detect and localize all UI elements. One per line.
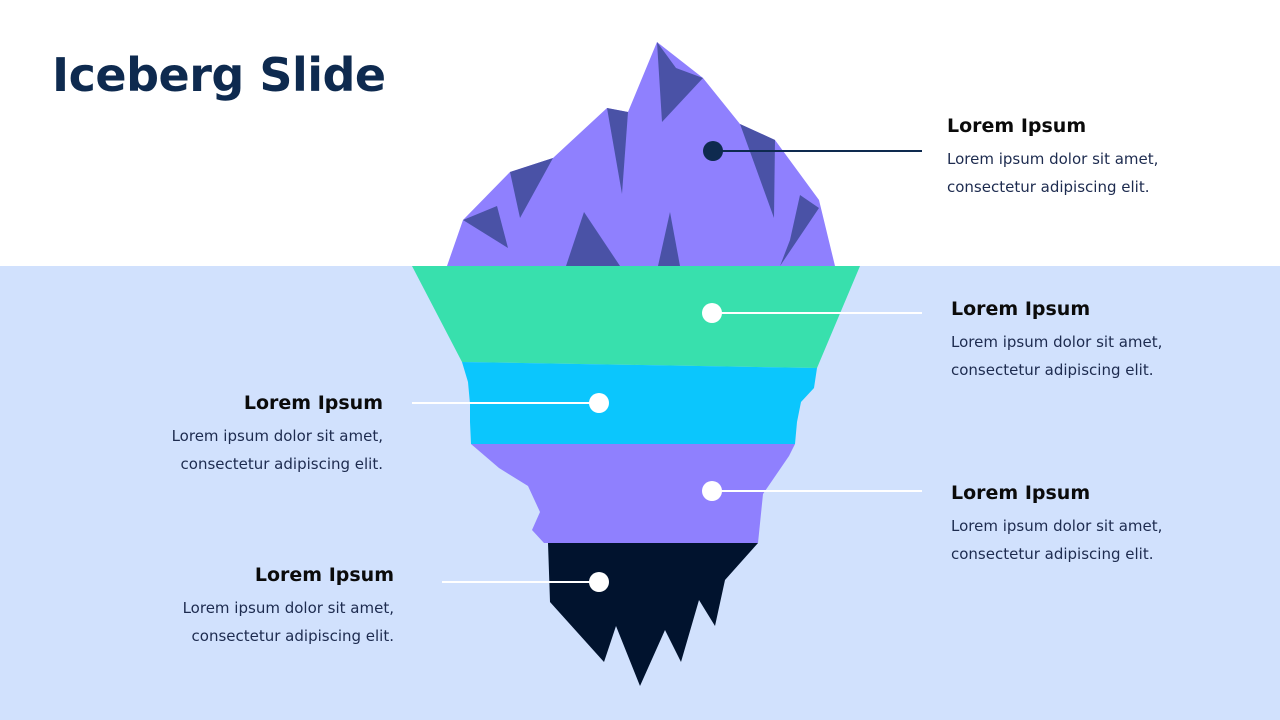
- label-block-4: Lorem Ipsum Lorem ipsum dolor sit amet, …: [951, 482, 1191, 568]
- connector-dot-5: [589, 572, 609, 592]
- label-line: consectetur adipiscing elit.: [951, 361, 1154, 379]
- slide-title: Iceberg Slide: [52, 48, 386, 102]
- label-body: Lorem ipsum dolor sit amet, consectetur …: [951, 512, 1191, 568]
- label-line: consectetur adipiscing elit.: [951, 545, 1154, 563]
- label-line: consectetur adipiscing elit.: [180, 455, 383, 473]
- label-block-5: Lorem Ipsum Lorem ipsum dolor sit amet, …: [154, 564, 394, 650]
- label-heading: Lorem Ipsum: [947, 115, 1087, 137]
- iceberg-band-navy: [544, 543, 758, 686]
- iceberg-band-cyan: [462, 362, 817, 444]
- label-line: Lorem ipsum dolor sit amet,: [171, 427, 383, 445]
- label-line: Lorem ipsum dolor sit amet,: [182, 599, 394, 617]
- label-block-3: Lorem Ipsum Lorem ipsum dolor sit amet, …: [143, 392, 383, 478]
- connector-dot-2: [702, 303, 722, 323]
- label-body: Lorem ipsum dolor sit amet, consectetur …: [951, 328, 1191, 384]
- label-body: Lorem ipsum dolor sit amet, consectetur …: [947, 145, 1187, 201]
- iceberg-tip: [447, 42, 835, 266]
- iceberg-band-green: [412, 266, 860, 368]
- label-line: consectetur adipiscing elit.: [191, 627, 394, 645]
- connector-dot-4: [702, 481, 722, 501]
- iceberg-band-purple: [471, 444, 795, 543]
- label-line: Lorem ipsum dolor sit amet,: [947, 150, 1159, 168]
- iceberg-facets: [463, 42, 819, 266]
- label-line: consectetur adipiscing elit.: [947, 178, 1150, 196]
- label-heading: Lorem Ipsum: [254, 564, 394, 586]
- label-body: Lorem ipsum dolor sit amet, consectetur …: [154, 594, 394, 650]
- label-block-1: Lorem Ipsum Lorem ipsum dolor sit amet, …: [947, 115, 1187, 201]
- label-heading: Lorem Ipsum: [951, 298, 1091, 320]
- label-heading: Lorem Ipsum: [243, 392, 383, 414]
- connector-dot-1: [703, 141, 723, 161]
- label-block-2: Lorem Ipsum Lorem ipsum dolor sit amet, …: [951, 298, 1191, 384]
- label-line: Lorem ipsum dolor sit amet,: [951, 517, 1163, 535]
- label-body: Lorem ipsum dolor sit amet, consectetur …: [143, 422, 383, 478]
- label-line: Lorem ipsum dolor sit amet,: [951, 333, 1163, 351]
- connector-dot-3: [589, 393, 609, 413]
- label-heading: Lorem Ipsum: [951, 482, 1091, 504]
